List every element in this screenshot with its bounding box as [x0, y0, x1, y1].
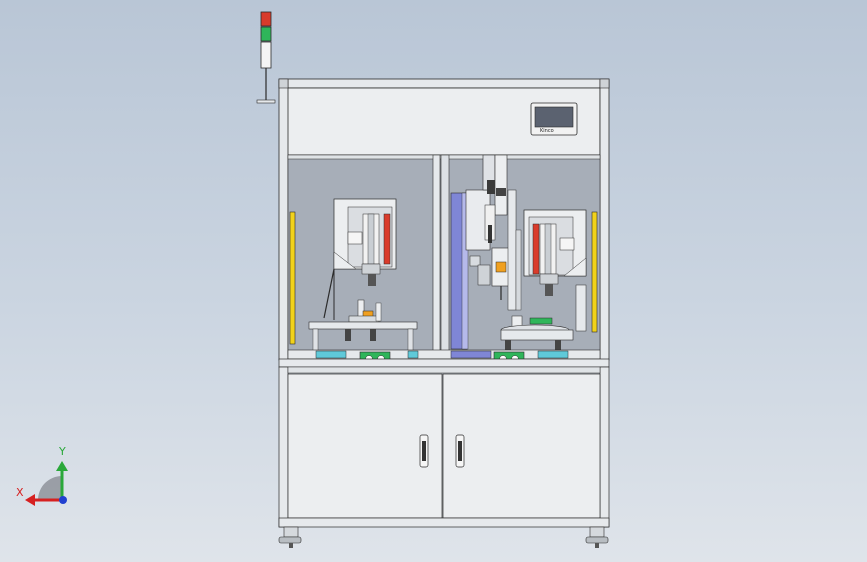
left-fixture: [308, 299, 418, 352]
right-rotary-table: [500, 315, 574, 352]
hmi-touch-screen: [530, 102, 578, 136]
axis-triad: [25, 461, 68, 506]
left-table-top: [308, 321, 418, 330]
left-press-station: [323, 198, 397, 320]
light-curtain-left: [289, 211, 296, 345]
light-curtain-right: [591, 211, 598, 333]
frame-post-left: [278, 79, 289, 361]
lower-cabinet: [278, 358, 610, 528]
actuator-red-left: [383, 213, 391, 265]
hmi-brand-label: Kinco: [540, 128, 554, 134]
z-axis-dot: [59, 496, 67, 504]
tower-light-red: [260, 11, 272, 27]
right-press-station: [523, 209, 587, 332]
cabinet-door-right: [442, 373, 601, 519]
frame-post-right: [599, 79, 610, 361]
actuator-red-right: [532, 223, 540, 275]
cabinet-door-left: [287, 373, 443, 519]
hmi-display: [534, 106, 574, 128]
tower-light-green: [260, 26, 272, 42]
tower-bracket: [256, 99, 276, 104]
y-axis-label: Y: [59, 445, 66, 458]
leveling-feet: [278, 526, 609, 548]
center-column: [432, 154, 513, 352]
tower-light-white: [260, 41, 272, 69]
x-axis-label: X: [16, 486, 24, 499]
signal-tower: [256, 11, 276, 104]
